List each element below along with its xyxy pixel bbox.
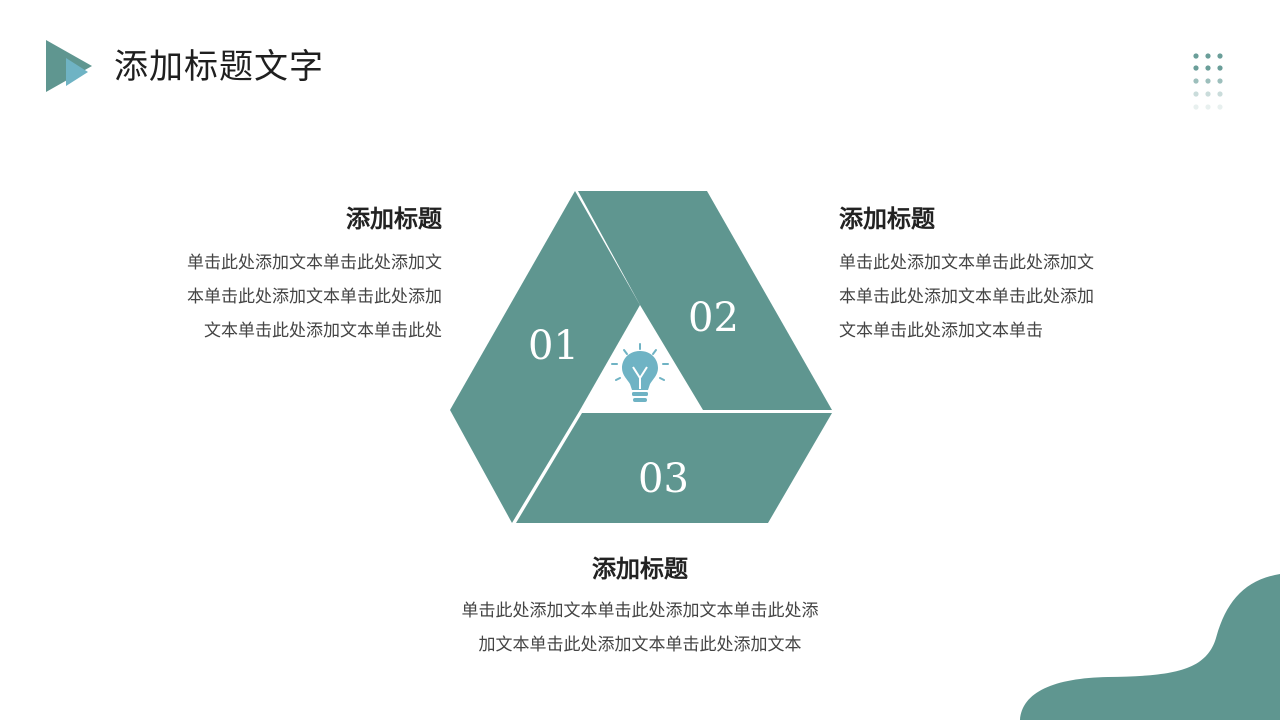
- dot-grid-decoration: [1193, 53, 1223, 110]
- body-line: 本单击此处添加文本单击此处添加: [839, 287, 1094, 307]
- lightbulb-icon: [611, 343, 669, 402]
- segment-03-shape: [516, 413, 832, 523]
- text-block-left: 添加标题 单击此处添加文本单击此处添加文 本单击此处添加文本单击此处添加 文本单…: [187, 204, 442, 348]
- block-title: 添加标题: [592, 554, 688, 583]
- body-line: 本单击此处添加文本单击此处添加: [187, 287, 442, 307]
- play-arrow-logo: [46, 40, 92, 92]
- hexagon-cycle-diagram: [450, 191, 832, 523]
- block-title: 添加标题: [839, 204, 935, 233]
- segment-03-number: 03: [638, 456, 689, 502]
- page-title: 添加标题文字: [114, 47, 324, 87]
- text-block-right: 添加标题 单击此处添加文本单击此处添加文 本单击此处添加文本单击此处添加 文本单…: [839, 204, 1094, 348]
- segment-02-number: 02: [688, 295, 739, 341]
- segment-01-number: 01: [528, 323, 579, 369]
- text-block-bottom: 添加标题 单击此处添加文本单击此处添加文本单击此处添 加文本单击此处添加文本单击…: [0, 554, 1280, 662]
- body-line: 加文本单击此处添加文本单击此处添加文本: [478, 635, 802, 655]
- body-line: 单击此处添加文本单击此处添加文: [187, 253, 442, 273]
- body-line: 文本单击此处添加文本单击此处: [204, 321, 442, 341]
- segment-02-shape: [578, 191, 832, 410]
- block-body: 单击此处添加文本单击此处添加文本单击此处添 加文本单击此处添加文本单击此处添加文…: [0, 594, 1280, 662]
- block-title: 添加标题: [346, 204, 442, 233]
- block-body: 单击此处添加文本单击此处添加文 本单击此处添加文本单击此处添加 文本单击此处添加…: [839, 246, 1094, 348]
- body-line: 文本单击此处添加文本单击: [839, 321, 1043, 341]
- body-line: 单击此处添加文本单击此处添加文: [839, 253, 1094, 273]
- segment-01-shape: [450, 191, 640, 523]
- corner-wave-decoration: [1020, 574, 1280, 720]
- block-body: 单击此处添加文本单击此处添加文 本单击此处添加文本单击此处添加 文本单击此处添加…: [187, 246, 442, 348]
- body-line: 单击此处添加文本单击此处添加文本单击此处添: [461, 601, 819, 621]
